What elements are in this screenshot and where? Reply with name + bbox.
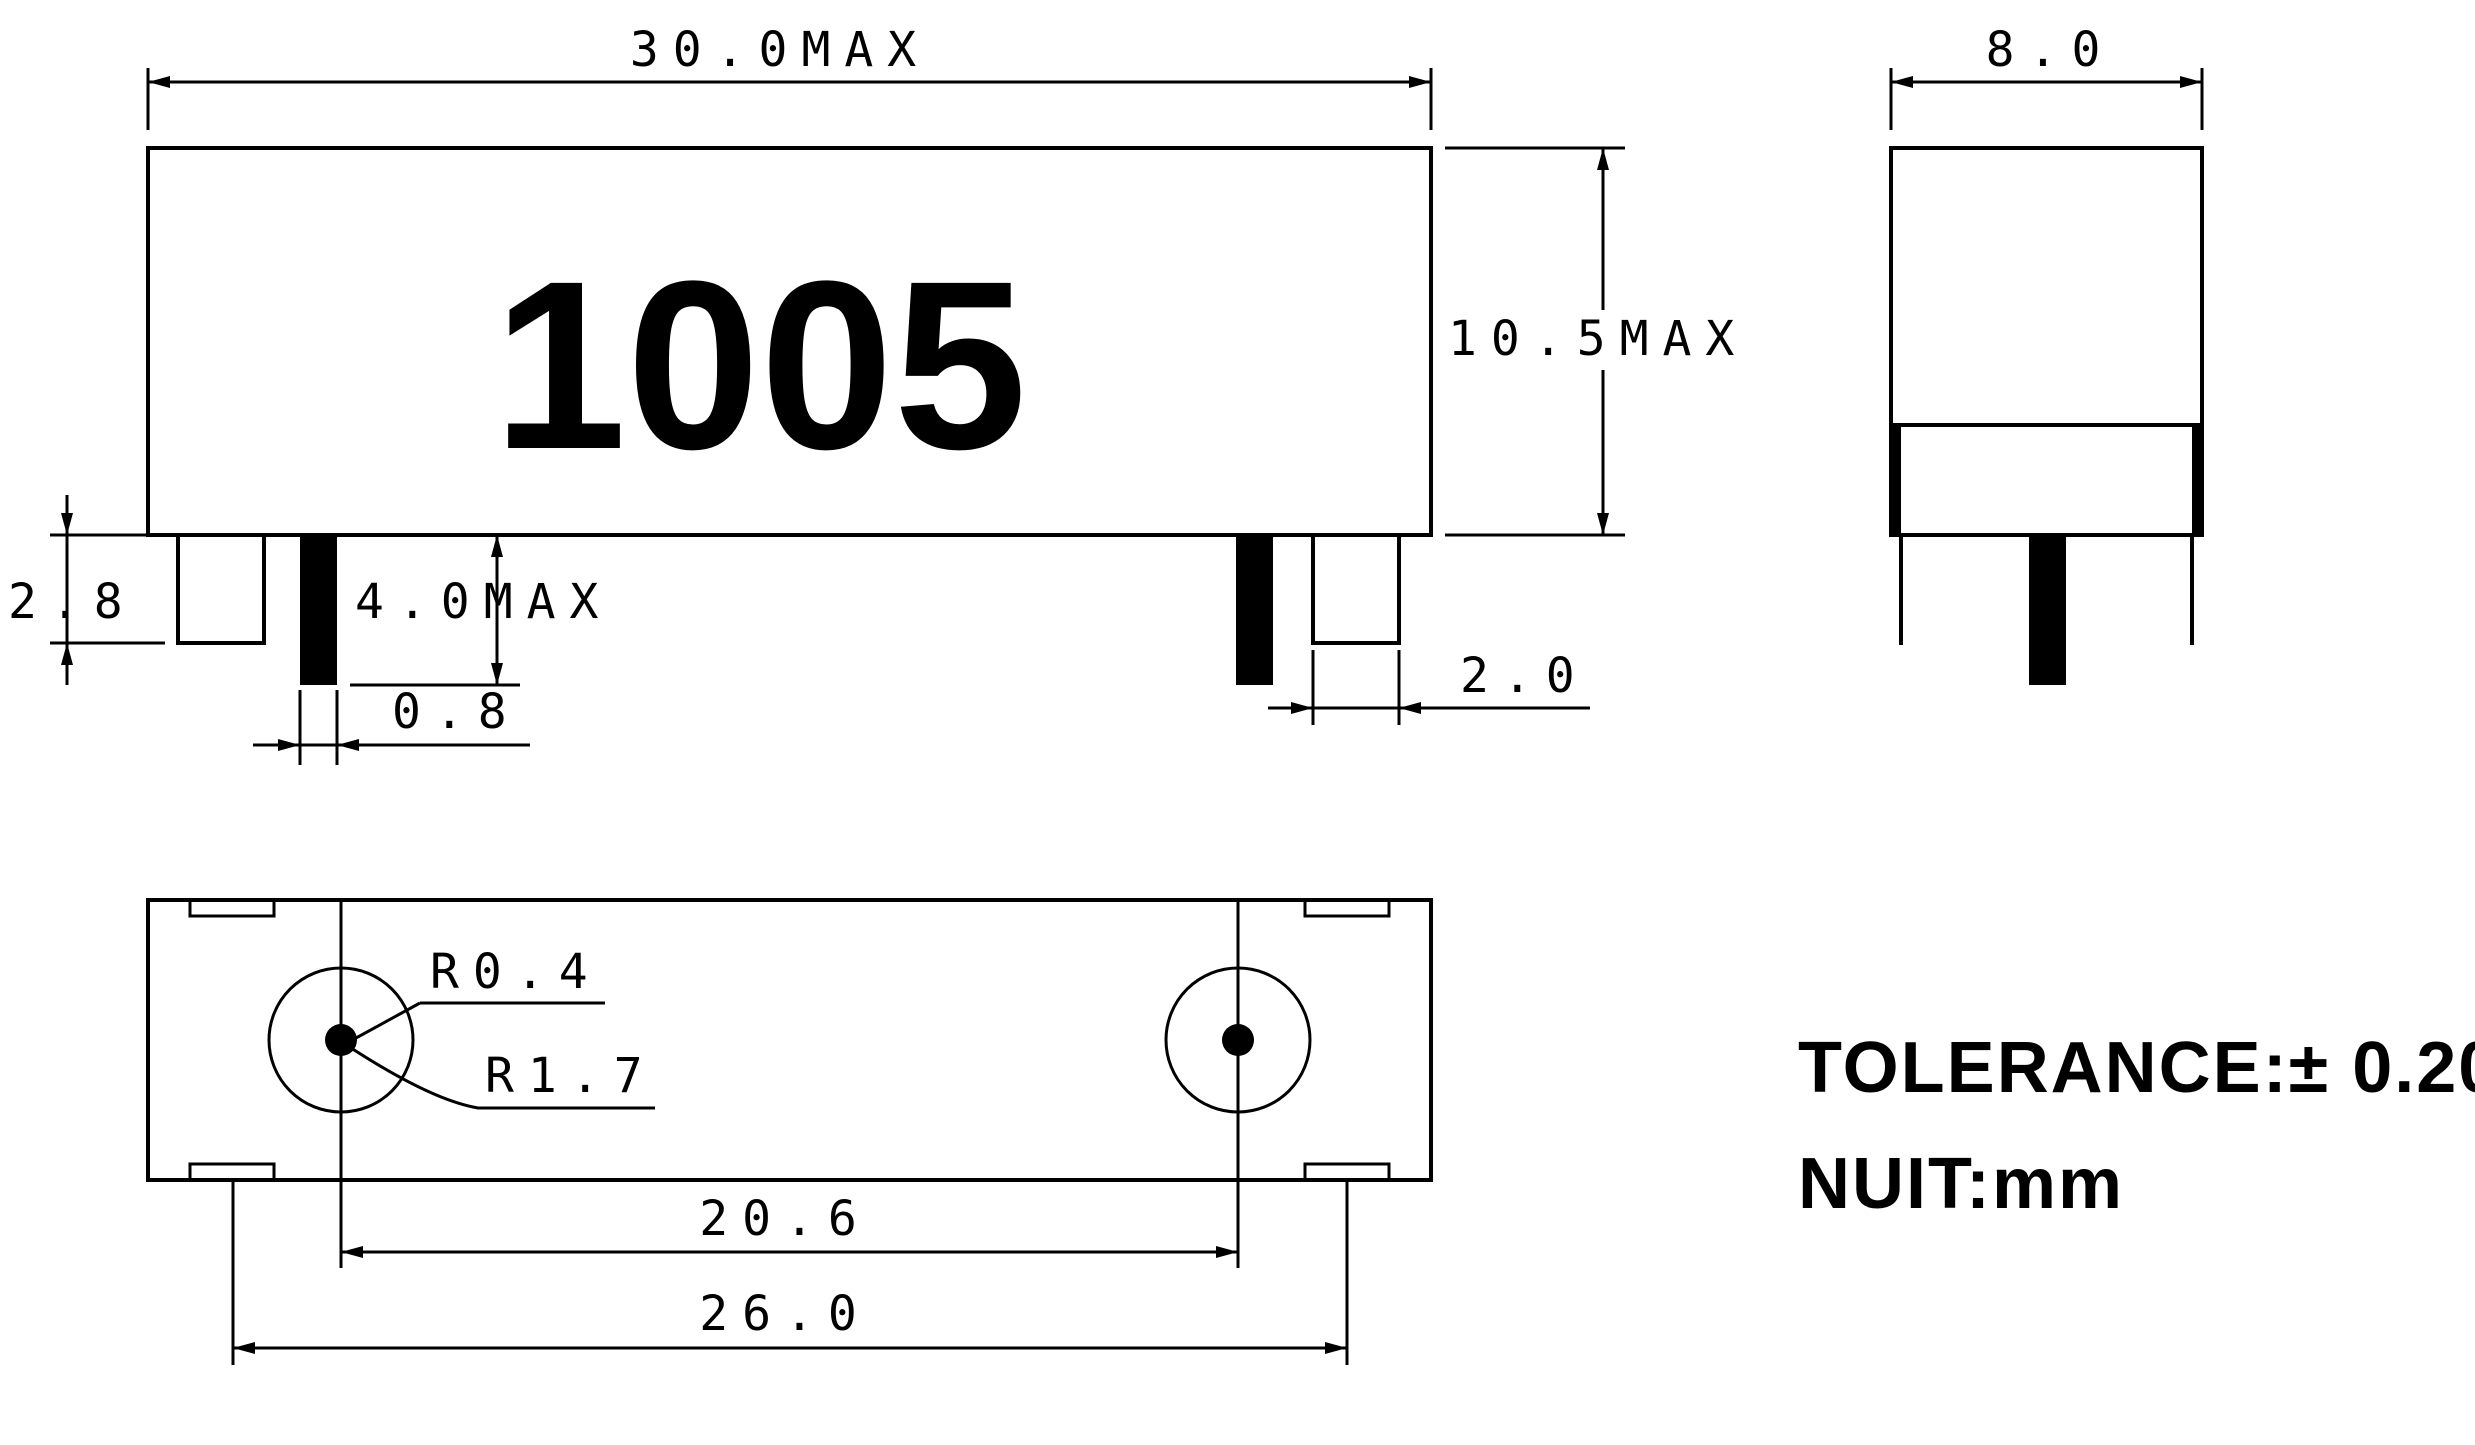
side-pin xyxy=(2029,535,2066,685)
height-label: 10.5MAX xyxy=(1448,311,1748,367)
pin-width-label: 0.8 xyxy=(392,684,521,740)
bottom-body xyxy=(146,898,1433,1182)
side-width-label: 8.0 xyxy=(1986,22,2115,78)
outer-radius-label: R1.7 xyxy=(485,1048,657,1104)
left-pad-outline xyxy=(267,966,415,1114)
standoff-label: 2.8 xyxy=(8,574,137,630)
width-label: 30.0MAX xyxy=(630,22,930,78)
right-pin xyxy=(1236,535,1273,685)
bottom-view: R0.4 R1.7 20.6 26.0 xyxy=(146,898,1433,1365)
left-standoff xyxy=(176,533,266,645)
right-standoff xyxy=(1311,533,1401,645)
pin-length-label: 4.0MAX xyxy=(355,574,612,630)
pin-spacing-label: 20.6 xyxy=(699,1191,871,1247)
part-number: 1005 xyxy=(493,231,1027,499)
tolerance-note: TOLERANCE:± 0.20 xyxy=(1798,1028,2475,1108)
front-body xyxy=(146,146,1433,537)
notes: TOLERANCE:± 0.20 NUIT:mm xyxy=(1798,1028,2475,1224)
left-pin xyxy=(300,535,337,685)
right-pad-outline xyxy=(1164,966,1312,1114)
side-view: 8.0 xyxy=(1889,22,2204,685)
right-pin-hole xyxy=(1222,1024,1254,1056)
side-body xyxy=(1889,146,2204,537)
standoff-spacing-label: 26.0 xyxy=(699,1286,871,1342)
unit-note: NUIT:mm xyxy=(1798,1144,2124,1224)
hole-radius-label: R0.4 xyxy=(430,944,602,1000)
front-view: 1005 30.0MAX 10.5MAX 2.8 4.0 xyxy=(8,22,1748,765)
pad-label: 2.0 xyxy=(1460,648,1589,704)
